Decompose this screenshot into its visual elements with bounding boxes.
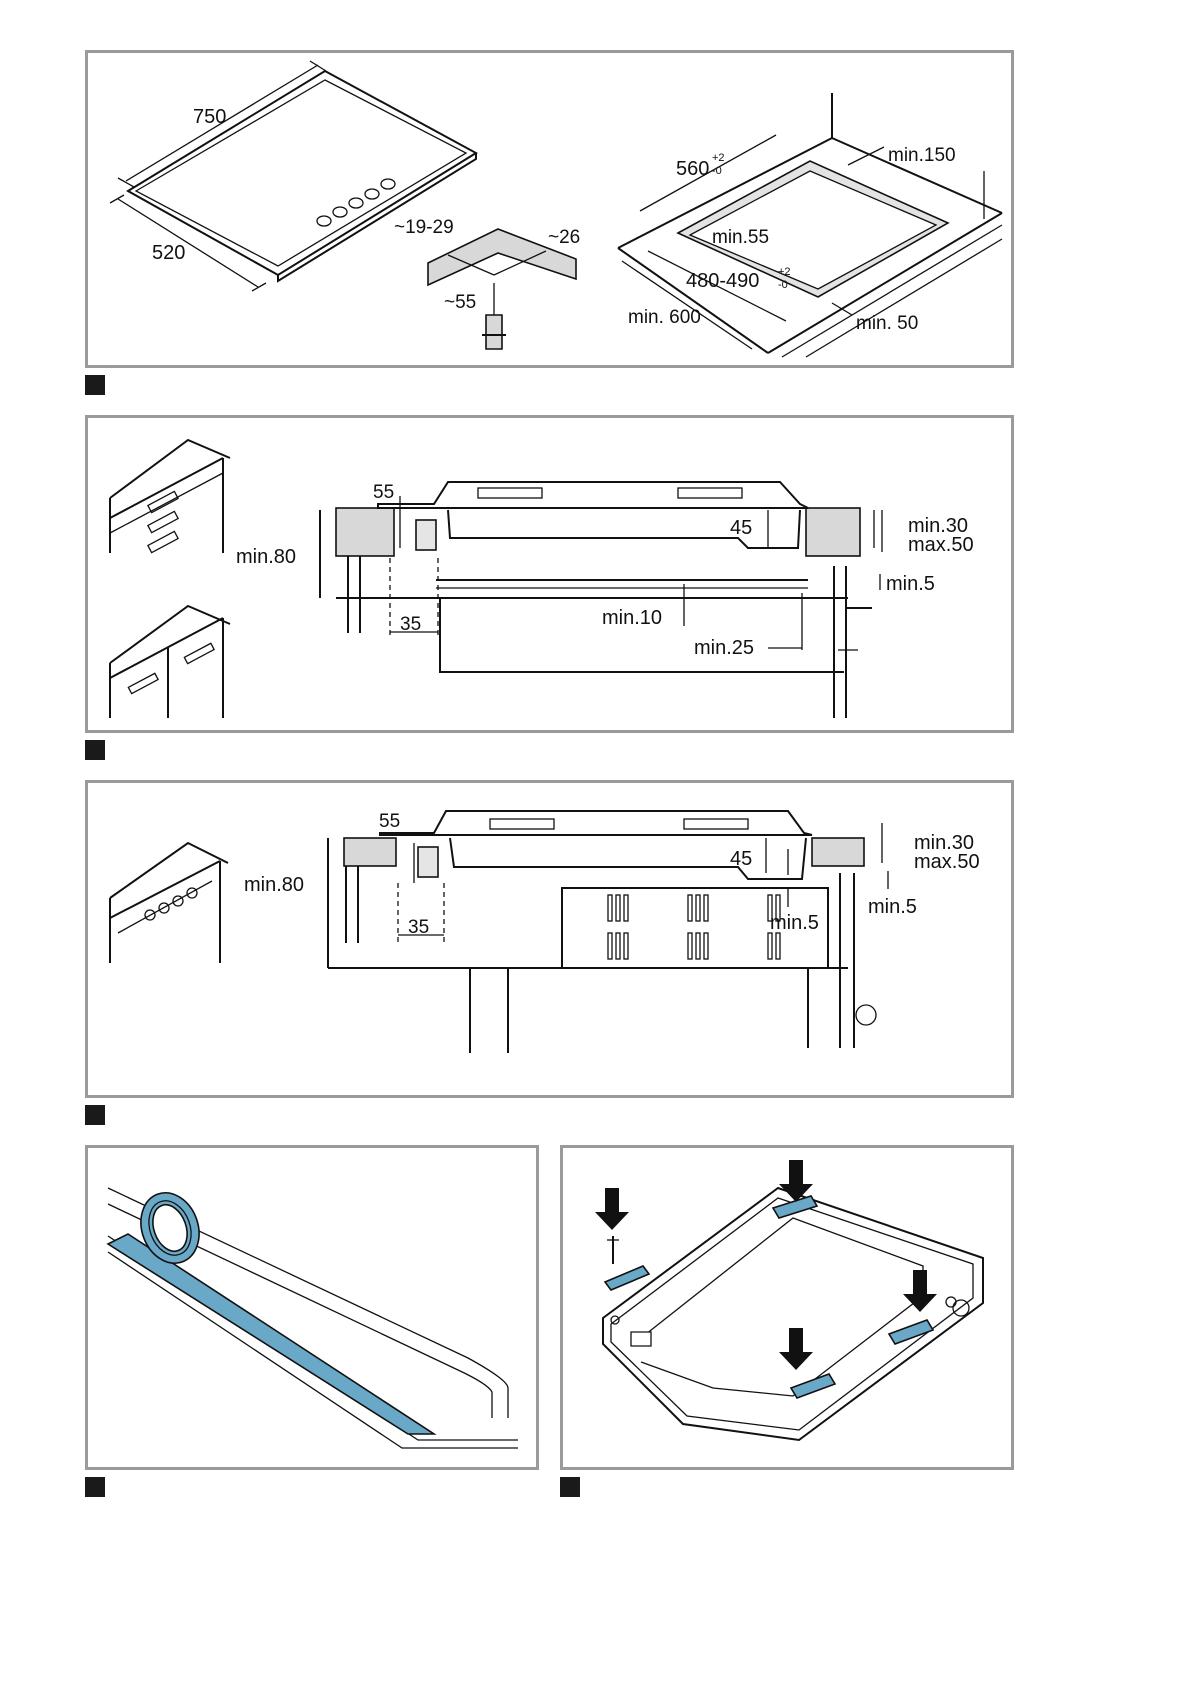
dim-min10: min.10: [602, 607, 662, 629]
oven-cabinet-thumbnail: [110, 843, 228, 963]
dim-min-depth: min. 600: [628, 307, 701, 328]
drawer-cabinet-thumbnail: [110, 440, 230, 553]
screw: [607, 1236, 619, 1264]
dim-45: 45: [730, 848, 752, 870]
dim-55: 55: [379, 811, 400, 832]
dim-45: 45: [730, 517, 752, 539]
figure-5-drawing: [563, 1148, 1017, 1473]
dim-cutout-depth-tol-plus: +2: [778, 266, 791, 278]
figure-4-panel: [85, 1145, 539, 1470]
gas-connector: [946, 1297, 969, 1316]
dim-min80: min.80: [244, 874, 304, 896]
mounting-brackets: [605, 1196, 933, 1398]
dim-min-wall: min.150: [888, 145, 956, 166]
dim-cutout-depth-tol-minus: -0: [778, 279, 788, 291]
dim-35: 35: [400, 614, 421, 635]
dim-520: 520: [152, 242, 185, 264]
hob-section-drawer: [320, 482, 882, 718]
figure-1-panel: 750 520 ~19-29 ~26 ~55: [85, 50, 1014, 368]
figure-3-drawing: 55 min.80 45 min.30 max.50 min.5 min.5 3…: [88, 783, 1017, 1101]
dim-connector-height: ~55: [444, 292, 476, 313]
door-cabinet-thumbnail: [110, 606, 230, 718]
sealing-tape: [108, 1185, 434, 1434]
dim-min5-right: min.5: [868, 896, 917, 918]
dim-seal-width: ~26: [548, 227, 580, 248]
hob-underside: [603, 1188, 983, 1440]
dim-max50: max.50: [908, 534, 974, 556]
dim-55: 55: [373, 482, 394, 503]
figure-1-marker: [85, 375, 105, 395]
dim-cutout-depth: 480-490: [686, 270, 759, 292]
figure-2-drawing: 55 min.80 45 min.30 max.50 min.5 35 min.…: [88, 418, 1017, 736]
figure-1-drawing: 750 520 ~19-29 ~26 ~55: [88, 53, 1017, 371]
dim-max50: max.50: [914, 851, 980, 873]
dim-min5: min.5: [886, 573, 935, 595]
figure-4-drawing: [88, 1148, 542, 1473]
figure-3-marker: [85, 1105, 105, 1125]
figure-4-marker: [85, 1477, 105, 1497]
dim-min-side: min. 50: [856, 313, 918, 334]
dim-min25: min.25: [694, 637, 754, 659]
figure-2-panel: 55 min.80 45 min.30 max.50 min.5 35 min.…: [85, 415, 1014, 733]
dim-cutout-width: 560: [676, 158, 709, 180]
oven-vent-slots: [608, 895, 780, 959]
dim-min-front: min.55: [712, 227, 769, 248]
figure-5-panel: [560, 1145, 1014, 1470]
dim-cutout-width-tol-plus: +2: [712, 152, 725, 164]
dim-min80: min.80: [236, 546, 296, 568]
figure-2-marker: [85, 740, 105, 760]
dim-cutout-width-tol-minus: -0: [712, 165, 722, 177]
dim-seal-offset: ~19-29: [394, 217, 454, 238]
dim-min5-center: min.5: [770, 912, 819, 934]
dim-35: 35: [408, 917, 429, 938]
dim-750: 750: [193, 106, 226, 128]
figure-5-marker: [560, 1477, 580, 1497]
figure-3-panel: 55 min.80 45 min.30 max.50 min.5 min.5 3…: [85, 780, 1014, 1098]
